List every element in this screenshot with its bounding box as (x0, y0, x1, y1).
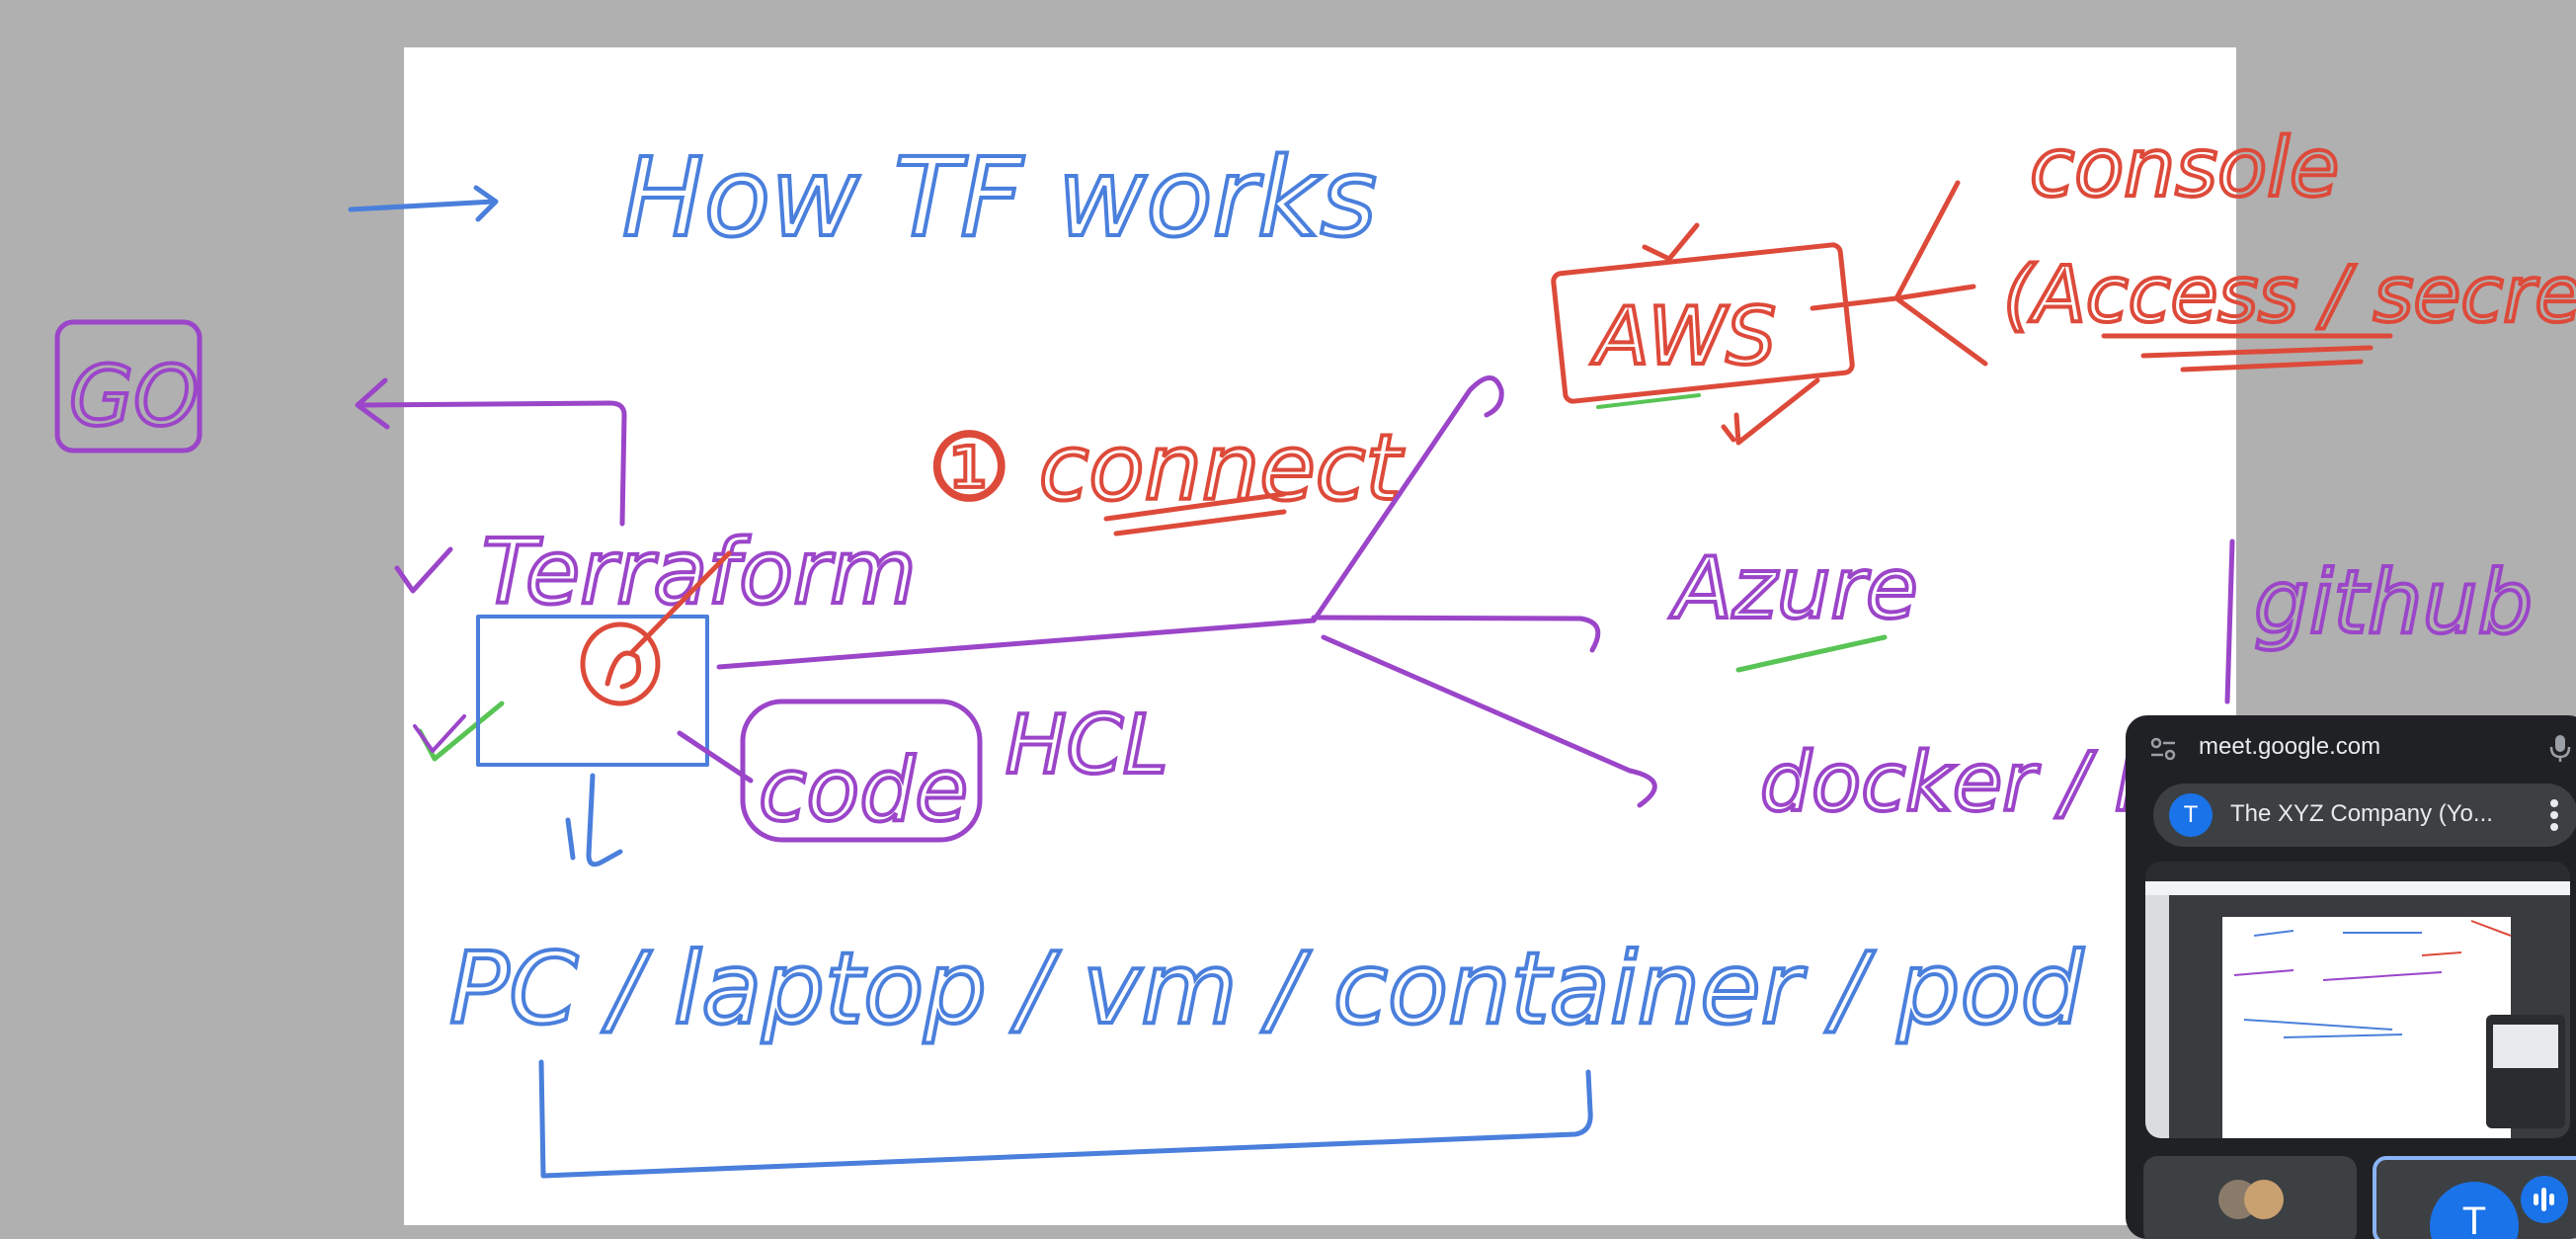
pip-header: meet.google.com (2126, 715, 2576, 781)
aws-console: console (2030, 122, 2339, 215)
runtimes-bracket (538, 1059, 1593, 1179)
check-terraform (394, 546, 453, 594)
more-options-icon[interactable] (2548, 797, 2560, 833)
connect-step: ① connect (928, 415, 1404, 521)
speaking-indicator-icon (2521, 1176, 2568, 1223)
aws-arrow (1721, 377, 1820, 446)
code-connector (677, 730, 754, 784)
meeting-chip[interactable]: T The XYZ Company (Yo... (2153, 784, 2576, 847)
terraform-label: Terraform (482, 521, 917, 624)
github-label: github (2254, 551, 2533, 653)
runtime-arrow (565, 773, 623, 867)
pip-url: meet.google.com (2199, 733, 2381, 760)
branch-azure (1311, 615, 1601, 653)
go-label: GO (69, 348, 199, 445)
provider-trunk (716, 618, 1317, 670)
connect-underline (1103, 491, 1287, 537)
check-purple (413, 714, 466, 753)
check-aws (1642, 222, 1700, 262)
go-box (54, 319, 202, 454)
aws-fork (1810, 180, 1988, 367)
code-label: code (759, 739, 968, 841)
terraform-box (476, 615, 709, 767)
meeting-title: The XYZ Company (Yo... (2230, 800, 2493, 827)
terraform-core-circle (580, 621, 661, 706)
mic-icon[interactable] (2548, 733, 2572, 763)
participant-tile[interactable] (2143, 1156, 2357, 1239)
board-title: How TF works (622, 134, 1377, 261)
branch-aws (1311, 375, 1504, 623)
azure-underline (1735, 634, 1888, 673)
site-settings-icon[interactable] (2149, 735, 2177, 763)
aws-access-secret: (Access / secret key) (2003, 251, 2576, 340)
code-box (740, 699, 983, 843)
aws-label: AWS (1590, 290, 1776, 382)
terraform-core-scribble (604, 650, 642, 690)
azure-label: Azure (1669, 539, 1918, 638)
self-avatar: T (2430, 1182, 2519, 1239)
preview-thumbnail (2145, 862, 2570, 1138)
hcl-label: HCL (1006, 699, 1168, 792)
participant-avatars (2218, 1180, 2284, 1219)
branch-docker (1321, 634, 1657, 808)
screen-share-preview (2145, 862, 2570, 1138)
title-arrow (348, 185, 499, 222)
divider (2224, 538, 2235, 704)
aws-underline (1596, 393, 1701, 409)
meeting-avatar: T (2169, 793, 2213, 837)
core-pointer (629, 550, 732, 655)
whiteboard-canvas[interactable] (404, 47, 2236, 1225)
meet-pip-window[interactable]: meet.google.com T The XYZ Company (Yo... (2126, 715, 2576, 1239)
access-underline (2101, 333, 2393, 372)
runtimes-label: PC / laptop / vm / container / pod (449, 931, 2084, 1046)
aws-box (1551, 242, 1855, 404)
self-tile[interactable]: T (2373, 1156, 2576, 1239)
go-connector (355, 377, 627, 527)
